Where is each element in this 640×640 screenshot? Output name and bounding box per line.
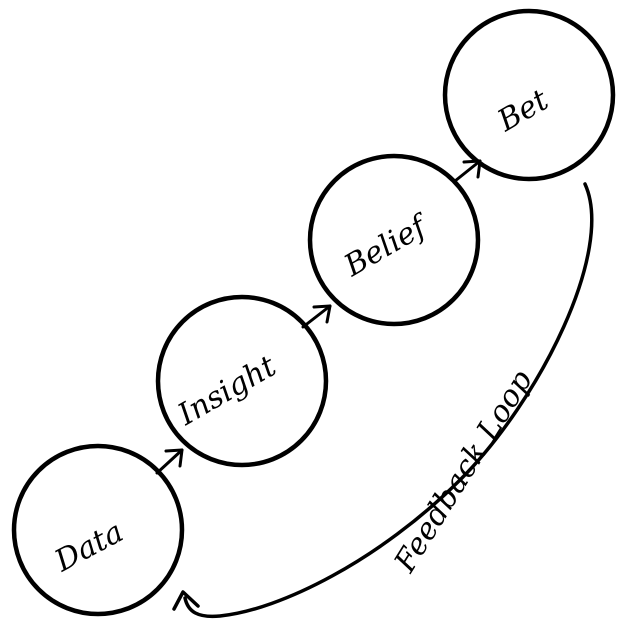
arrow-insight-to-belief-shaft <box>301 304 332 329</box>
stage-bet: Bet <box>442 8 616 182</box>
stage-data-circle <box>11 443 185 617</box>
stage-bet-circle <box>442 8 616 182</box>
stage-belief: Belief <box>307 153 481 327</box>
stage-belief-circle <box>307 153 481 327</box>
arrow-insight-to-belief <box>301 304 332 329</box>
arrow-data-to-insight-head-icon <box>164 448 184 468</box>
feedback-loop-head-icon <box>172 590 200 611</box>
arrow-belief-to-bet <box>453 159 482 183</box>
stage-data: Data <box>11 443 185 617</box>
stage-insight-circle <box>155 294 329 468</box>
feedback-loop-curve <box>183 182 594 619</box>
feedback-loop-label: Feedback Loop <box>387 364 539 579</box>
arrow-insight-to-belief-head-icon <box>312 304 332 324</box>
arrow-belief-to-bet-shaft <box>453 159 482 183</box>
arrow-belief-to-bet-head-icon <box>462 159 482 179</box>
feedback-loop-arrow <box>172 182 594 619</box>
arrow-data-to-insight <box>155 448 184 475</box>
stage-insight: Insight <box>155 294 329 468</box>
arrow-data-to-insight-shaft <box>155 448 184 475</box>
